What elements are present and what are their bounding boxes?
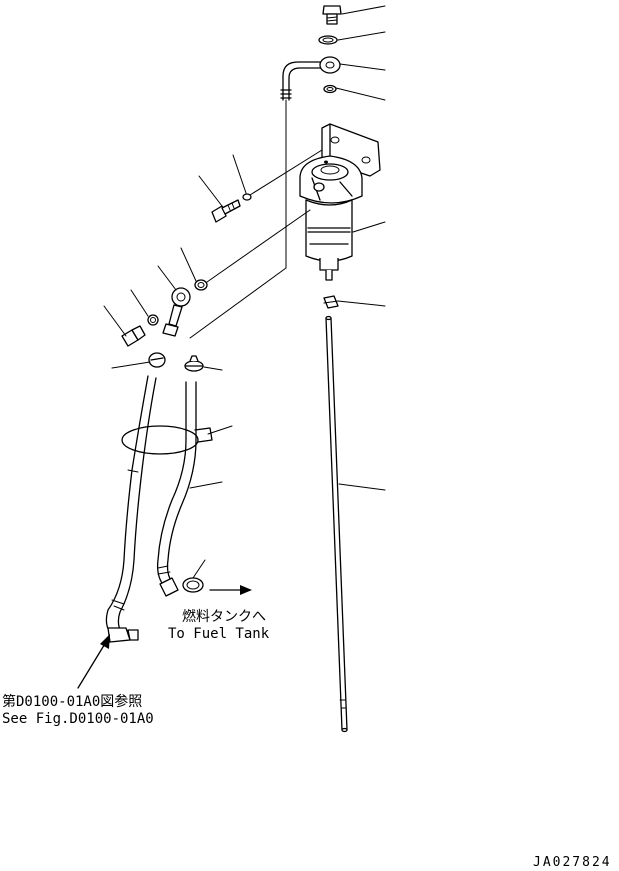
mounting-bolt — [211, 199, 241, 223]
fuel-tank-label-jp: 燃料タンクへ — [182, 608, 266, 625]
washer-top — [318, 35, 338, 45]
fuel-tank-label-en: To Fuel Tank — [168, 626, 270, 642]
tie-band — [121, 425, 213, 455]
hose-clamp-left — [148, 352, 166, 368]
fuel-hose-return — [105, 375, 157, 643]
drain-fitting — [323, 295, 339, 309]
washer-mount — [242, 193, 252, 201]
banjo-bolt-left — [121, 325, 146, 347]
leader-lines-right — [335, 5, 386, 491]
hose-clamp-right — [184, 355, 204, 372]
fuel-filter — [299, 123, 381, 281]
hose-clamp-lower — [182, 577, 204, 593]
banjo-fitting-pipe — [280, 56, 341, 101]
reference-label-jp: 第D0100-01A0図参照 — [2, 693, 142, 710]
washer-left — [147, 314, 159, 326]
banjo-bolt-top — [322, 5, 342, 25]
drawing-number: JA027824 — [533, 855, 612, 870]
assembly-line — [189, 267, 287, 339]
arrow-reference — [77, 634, 110, 689]
assembly-line — [206, 209, 311, 283]
washer-second — [323, 84, 337, 94]
arrow-to-fuel-tank — [209, 585, 252, 595]
drain-tube — [325, 315, 348, 733]
banjo-fitting-left — [162, 287, 191, 337]
washer-banjo — [194, 279, 208, 291]
fuel-hose-supply — [156, 381, 197, 597]
leader-lines-left — [103, 154, 247, 579]
assembly-line — [249, 149, 323, 196]
reference-label-en: See Fig.D0100-01A0 — [2, 711, 154, 727]
